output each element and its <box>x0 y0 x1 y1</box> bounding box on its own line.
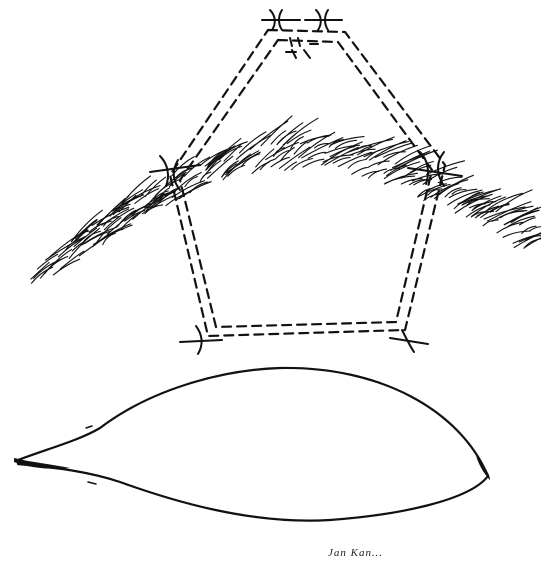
graft-shadow-left <box>14 458 70 469</box>
eyebrow-hair-stroke <box>497 222 523 233</box>
suture-top-right <box>305 10 342 30</box>
suture-bottom-left <box>180 326 222 354</box>
artist-signature: Jan Kan… <box>328 547 383 559</box>
graft-shadow-right <box>476 456 490 480</box>
eyebrow-hair-stroke <box>260 159 274 169</box>
eyebrow-hair-stroke <box>271 157 289 167</box>
eyebrow-hair-stroke <box>46 237 85 260</box>
suture-bottom-right <box>390 330 428 352</box>
eyebrow-hair-stroke <box>352 167 368 174</box>
eyebrow-hair <box>31 116 541 283</box>
eyebrow-hair-stroke <box>503 231 530 237</box>
eyebrow-hair-stroke <box>520 218 536 225</box>
eyebrow-hair-stroke <box>60 251 84 269</box>
eyebrow-hair-stroke <box>483 220 498 226</box>
eyebrow-hair-stroke <box>240 132 266 153</box>
eyebrow-hair-stroke <box>522 226 536 233</box>
excised-skin-graft <box>14 368 490 521</box>
graft-outline <box>18 368 488 521</box>
suture-top-left <box>262 10 300 30</box>
incision-inner-line <box>180 40 432 327</box>
